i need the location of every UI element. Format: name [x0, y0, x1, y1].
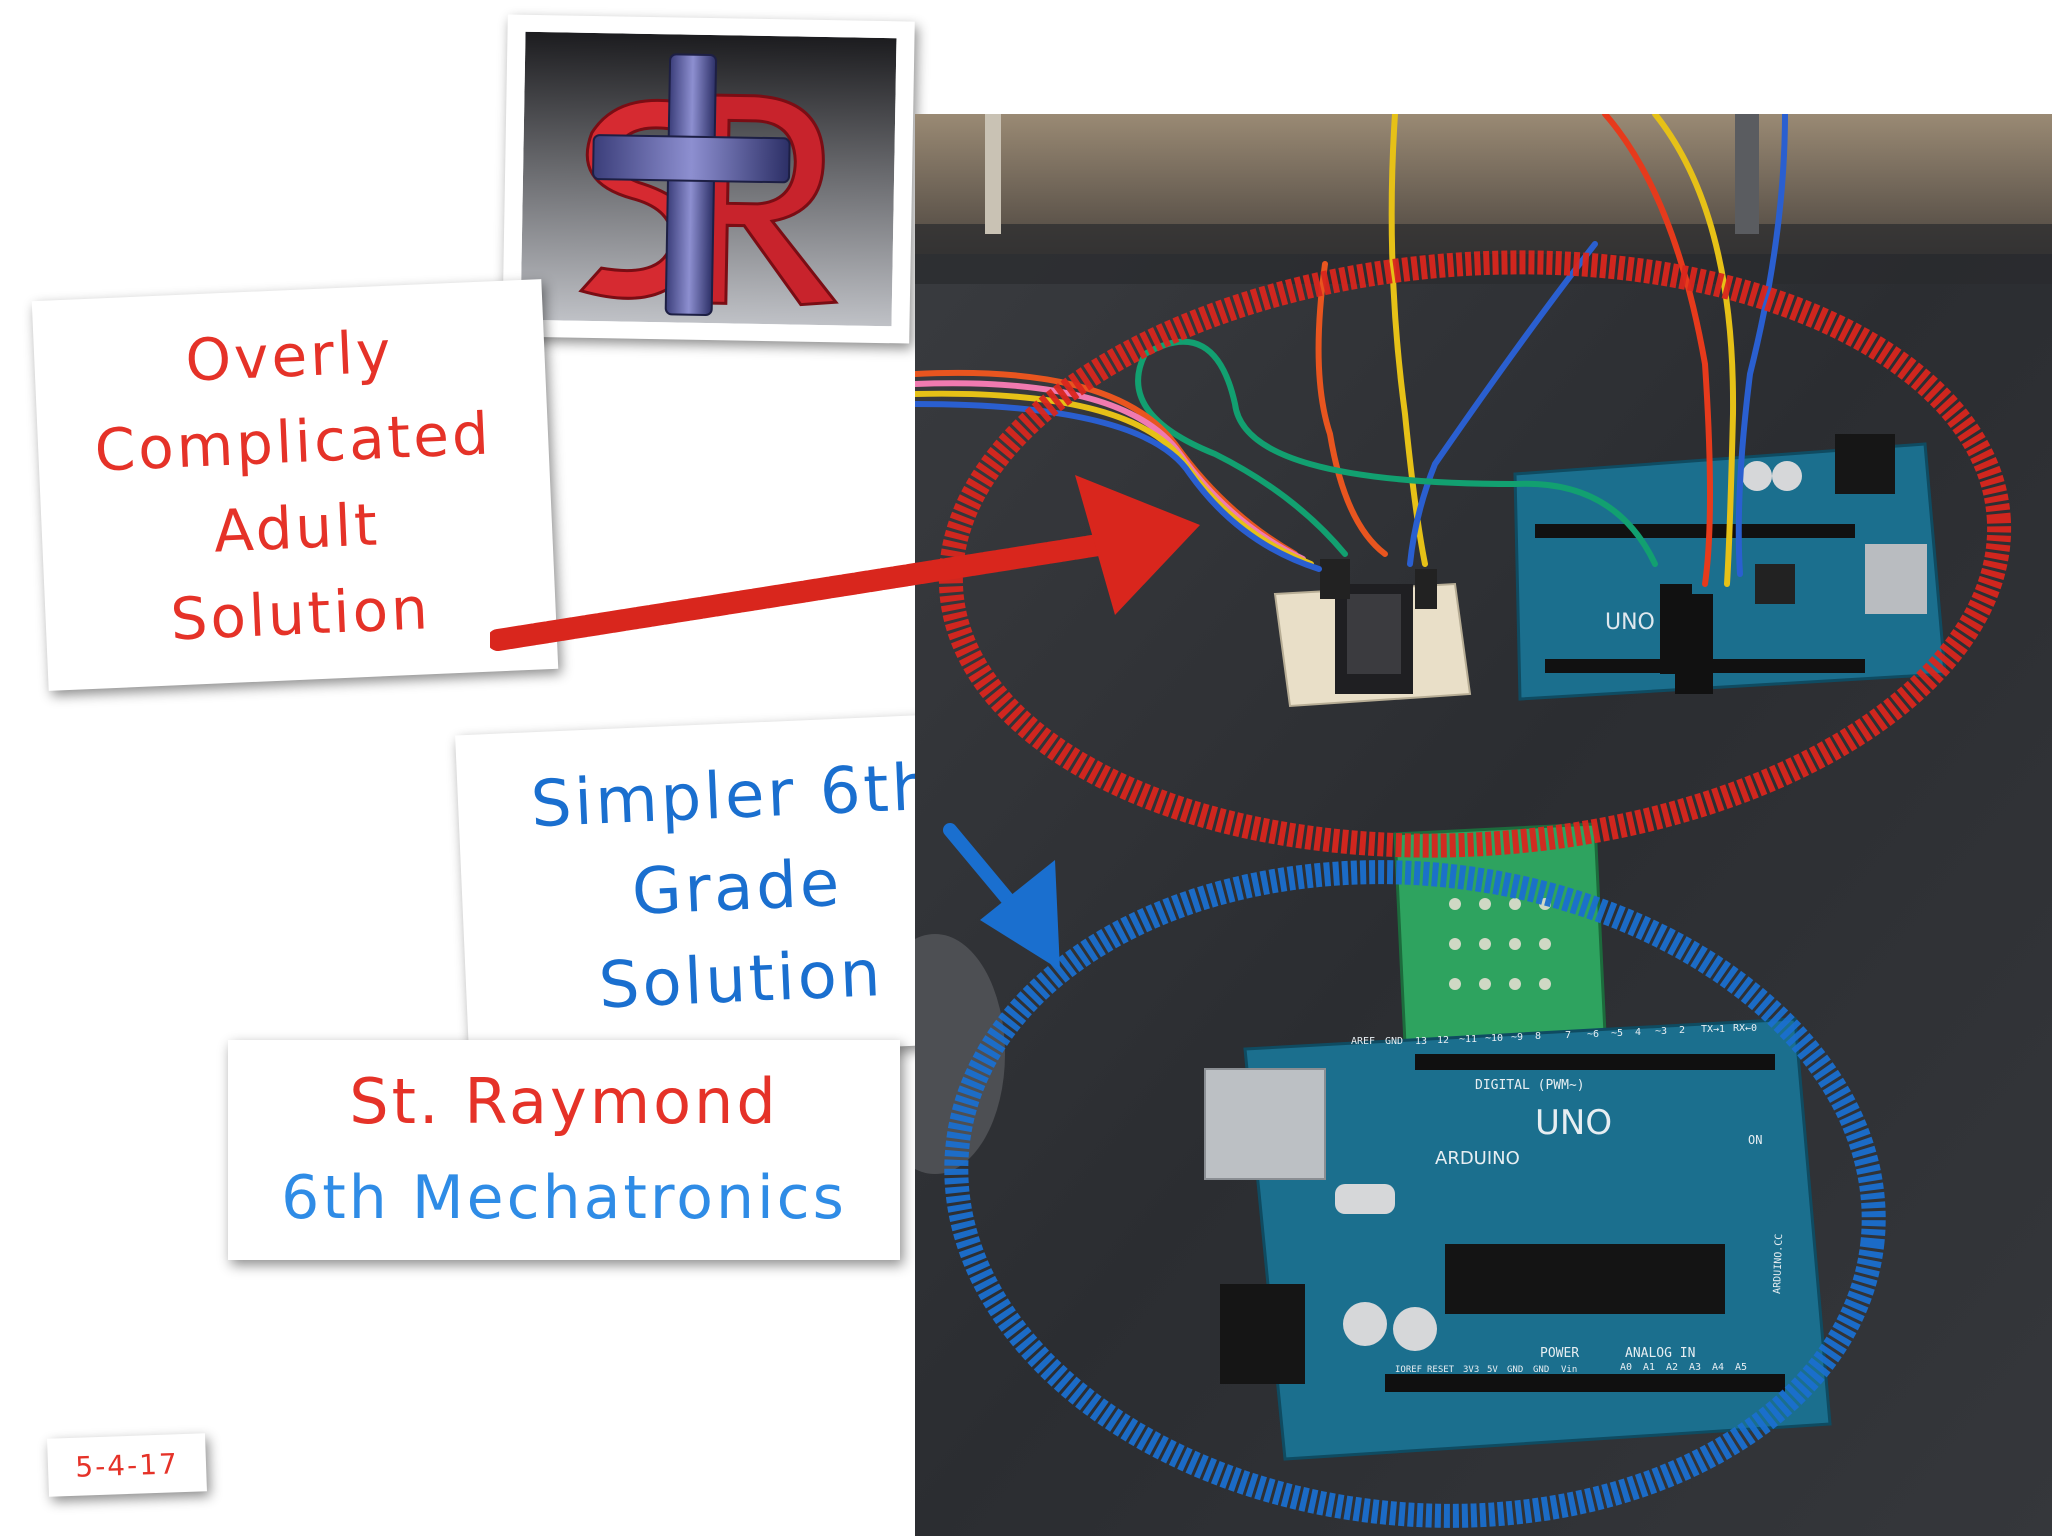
- top-uno-label: UNO: [1605, 610, 1655, 635]
- date-tag: 5-4-17: [47, 1433, 207, 1497]
- pin-label: RESET: [1427, 1365, 1455, 1375]
- on-label: ON: [1748, 1133, 1762, 1147]
- program-name: 6th Mechatronics: [281, 1163, 847, 1233]
- red-arrow-icon: [490, 475, 1200, 651]
- simple-line-3: Solution: [597, 937, 885, 1024]
- pin-label: ~6: [1587, 1029, 1599, 1040]
- site-label: ARDUINO.CC: [1772, 1234, 1785, 1295]
- pin-label: 3V3: [1463, 1365, 1479, 1375]
- jumper-wires: [915, 114, 1788, 587]
- analog-label: ANALOG IN: [1625, 1346, 1695, 1361]
- digital-label: DIGITAL (PWM~): [1475, 1078, 1585, 1093]
- pin-label: 5V: [1487, 1365, 1498, 1375]
- pin-label: ~5: [1611, 1028, 1623, 1039]
- pin-label: ~11: [1459, 1034, 1477, 1045]
- gnd-label: GND: [1385, 1036, 1403, 1047]
- stepper-driver-board: [1273, 559, 1472, 708]
- pin-label: A1: [1643, 1362, 1655, 1373]
- analog-pin-labels: A0 A1 A2 A3 A4 A5: [1620, 1362, 1747, 1373]
- school-card: St. Raymond 6th Mechatronics: [228, 1040, 900, 1260]
- pin-label: A5: [1735, 1362, 1747, 1373]
- adult-solution-card: Overly Complicated Adult Solution: [31, 279, 559, 691]
- pin-label: A4: [1712, 1362, 1724, 1373]
- pin-label: 13: [1415, 1036, 1427, 1047]
- pin-label: 2: [1679, 1025, 1685, 1036]
- blue-arrow-icon: [943, 823, 1060, 970]
- pin-label: GND: [1533, 1365, 1549, 1375]
- digital-pin-labels: 13 12 ~11 ~10 ~9 8 7 ~6 ~5 4 ~3 2 TX→1 R…: [1415, 1023, 1757, 1047]
- arduino-photo: UNO: [915, 114, 2052, 1536]
- power-pin-labels: IOREF RESET 3V3 5V GND GND Vin: [1395, 1365, 1577, 1375]
- pin-label: ~10: [1485, 1033, 1503, 1044]
- date-text: 5-4-17: [74, 1446, 180, 1484]
- pin-label: ~3: [1655, 1026, 1667, 1037]
- aref-label: AREF: [1351, 1036, 1375, 1047]
- pin-label: 7: [1565, 1030, 1571, 1041]
- pin-label: 4: [1635, 1027, 1641, 1038]
- pin-label: A2: [1666, 1362, 1678, 1373]
- pin-label: RX←0: [1733, 1023, 1757, 1034]
- pin-label: A3: [1689, 1362, 1701, 1373]
- pin-label: 8: [1535, 1031, 1541, 1042]
- pin-label: IOREF: [1395, 1365, 1422, 1375]
- arduino-uno-bottom: UNO ARDUINO DIGITAL (PWM~) POWER ANALOG …: [1204, 1017, 1832, 1461]
- pin-label: A0: [1620, 1362, 1632, 1373]
- adult-line-2: Complicated: [93, 399, 494, 485]
- school-name: St. Raymond: [349, 1065, 779, 1138]
- bottom-uno-label: UNO: [1535, 1103, 1612, 1143]
- power-label: POWER: [1540, 1346, 1579, 1361]
- blue-highlight-oval: [944, 860, 1886, 1528]
- red-highlight-oval: [938, 250, 2012, 858]
- bottom-brand-label: ARDUINO: [1435, 1148, 1520, 1169]
- pin-label: GND: [1507, 1365, 1523, 1375]
- pin-label: 12: [1437, 1035, 1449, 1046]
- st-raymond-logo-icon: [520, 31, 897, 327]
- pin-label: TX→1: [1701, 1024, 1725, 1035]
- adult-line-4: Solution: [169, 574, 433, 654]
- pin-label: Vin: [1561, 1365, 1577, 1375]
- logo-tile: [502, 14, 915, 344]
- pin-label: ~9: [1511, 1032, 1523, 1043]
- simple-line-1: Simpler 6th: [529, 750, 937, 843]
